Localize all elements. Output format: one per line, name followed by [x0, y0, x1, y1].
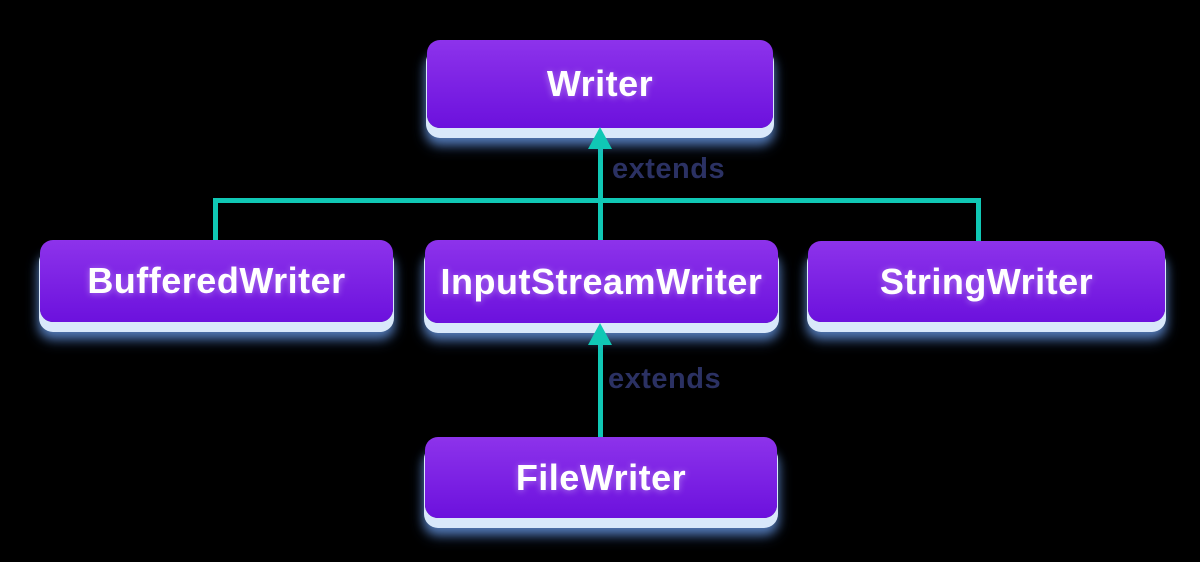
node-input-stream-writer: InputStreamWriter — [425, 240, 778, 323]
extends-label-top: extends — [612, 153, 726, 185]
node-writer: Writer — [427, 40, 773, 128]
connector-horizontal-bus — [213, 198, 981, 203]
node-buffered-writer: BufferedWriter — [40, 240, 393, 322]
node-file-writer: FileWriter — [425, 437, 777, 518]
connector-bufferedwriter-drop — [213, 198, 218, 242]
arrow-up-to-writer-icon — [588, 127, 612, 149]
connector-stringwriter-drop — [976, 198, 981, 244]
node-string-writer: StringWriter — [808, 241, 1165, 322]
arrow-up-to-inputstreamwriter-icon — [588, 323, 612, 345]
connector-filewriter-stem — [598, 343, 603, 439]
connector-writer-stem — [598, 147, 603, 242]
extends-label-bottom: extends — [608, 363, 722, 395]
